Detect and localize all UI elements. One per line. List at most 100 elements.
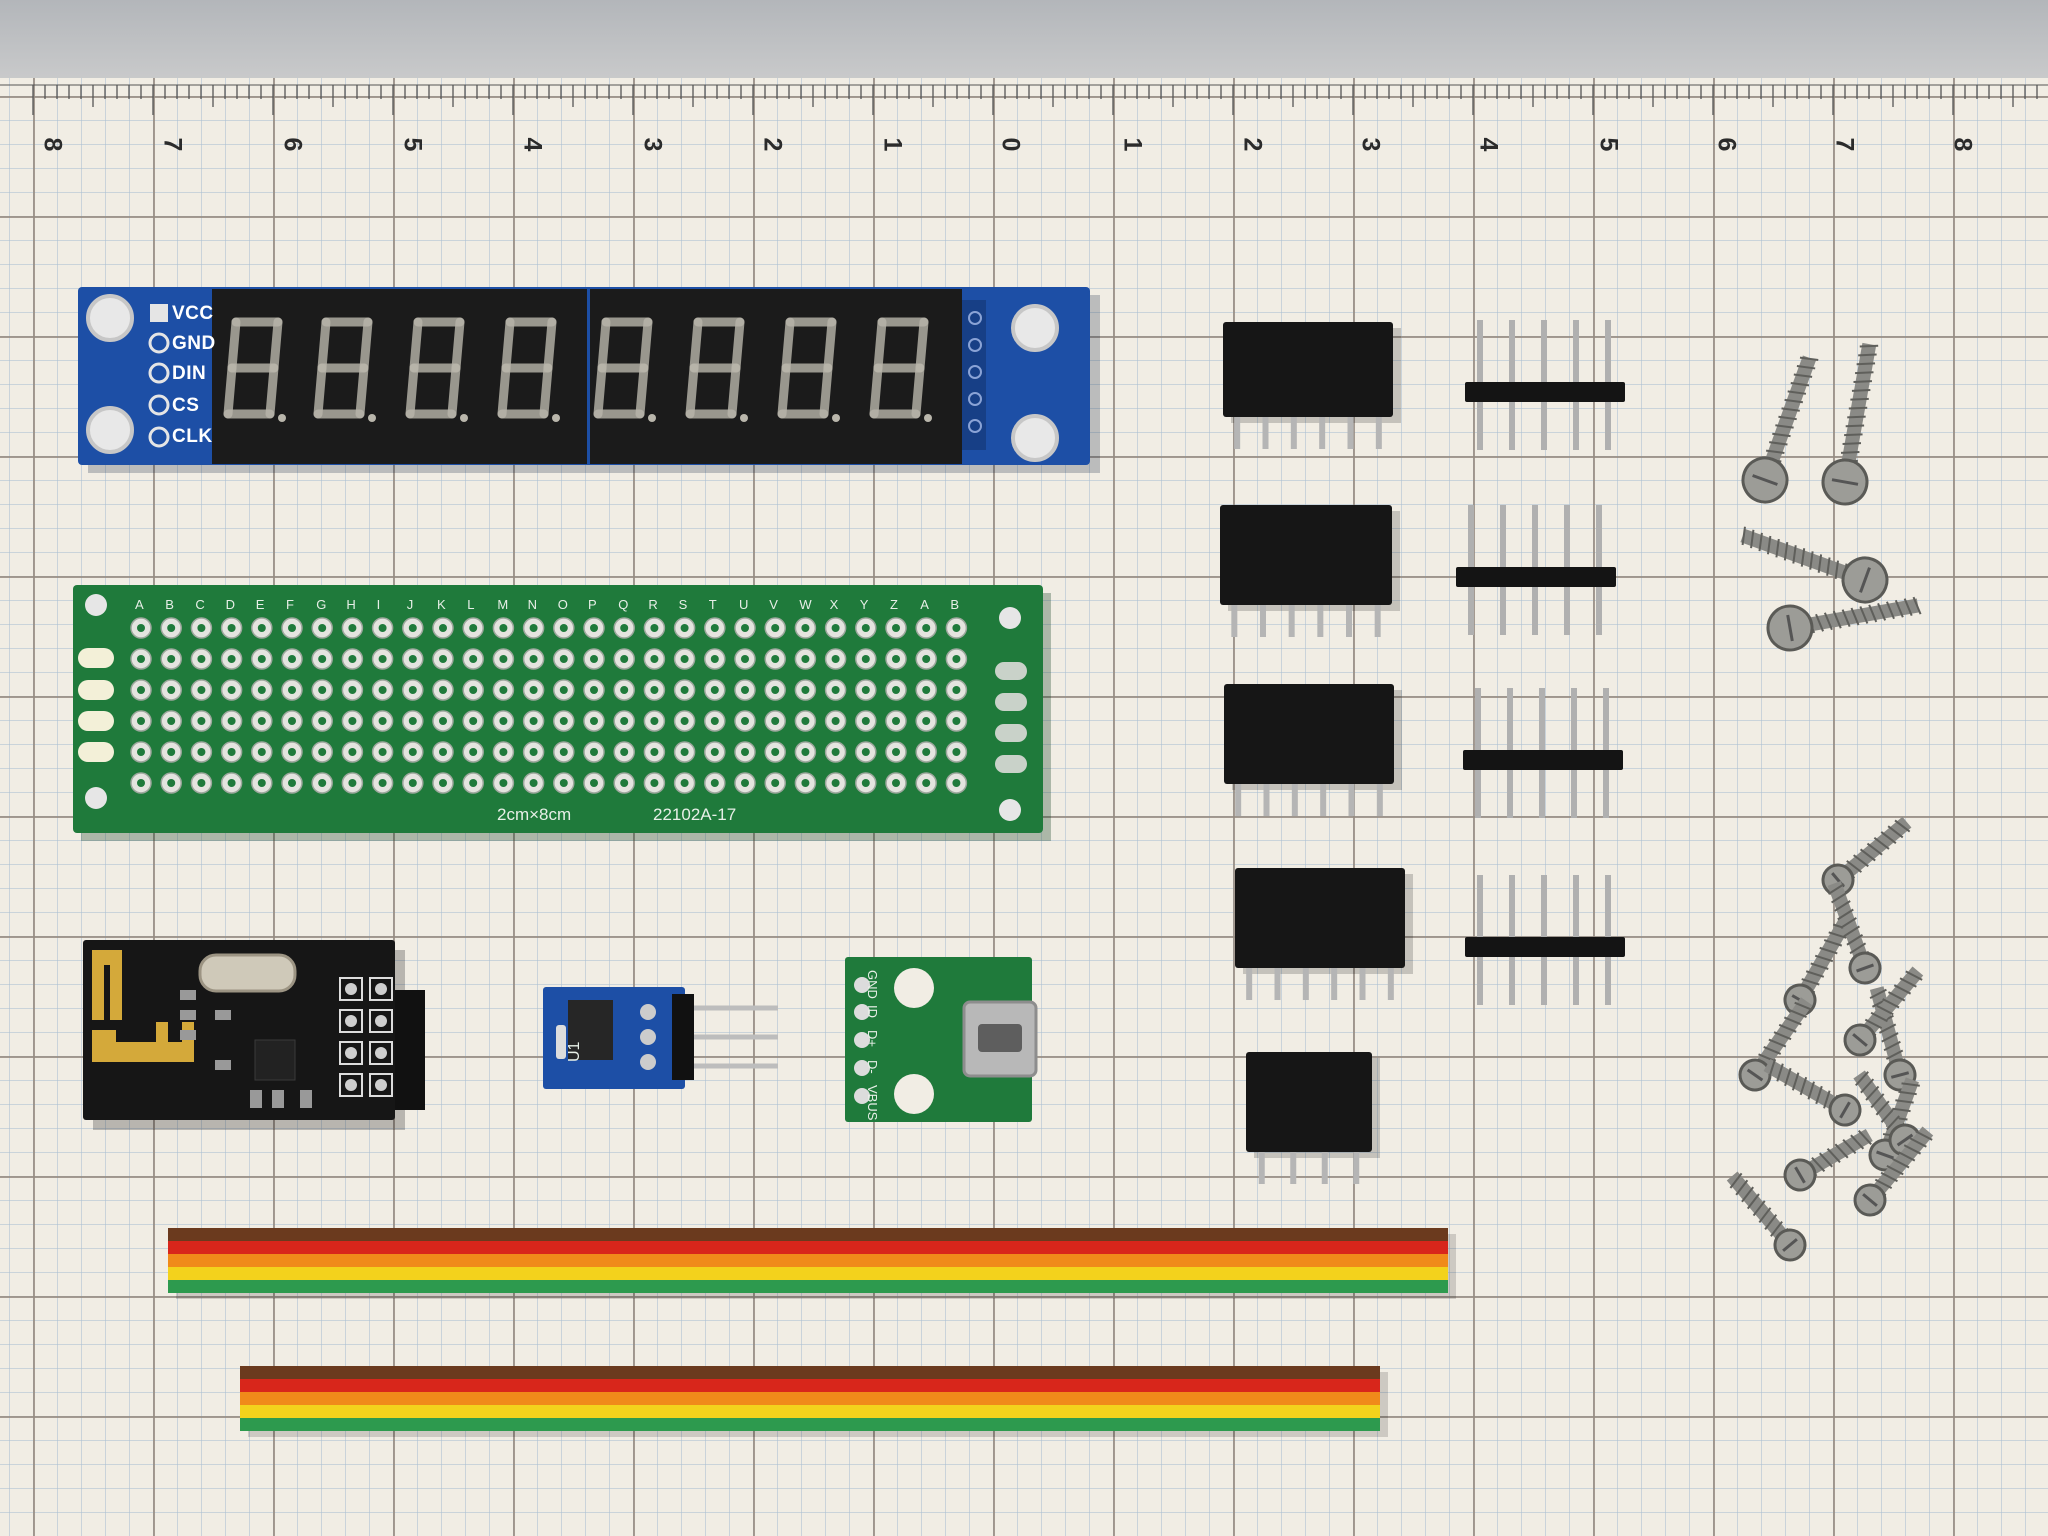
usb-pin-label: D+ (865, 1030, 880, 1047)
hole-center (771, 686, 780, 694)
header-pin (1374, 605, 1381, 637)
screw-thread (1807, 1081, 1815, 1100)
screw-thread (1895, 1099, 1914, 1104)
screw-thread (1876, 1004, 1894, 1016)
hole-center (167, 717, 176, 725)
hole-center (257, 624, 266, 632)
screw-thread (1865, 1085, 1880, 1101)
screw-slot (1786, 614, 1794, 642)
perfboard-column-letter: B (165, 597, 174, 612)
pin-pad (148, 394, 170, 416)
segment (635, 363, 649, 419)
header-body (1220, 505, 1392, 605)
pin-pad (148, 332, 170, 354)
hole-center (590, 686, 598, 694)
hole-center (861, 717, 870, 725)
screw-thread (1880, 831, 1897, 844)
screw-thread (1857, 1130, 1872, 1145)
hole-center (348, 779, 357, 787)
hole-center (257, 748, 266, 756)
screw-thread (1848, 406, 1868, 410)
header-pin (1288, 605, 1295, 637)
radio-header-pins (339, 977, 425, 1110)
hole-center (620, 748, 629, 756)
screw-thread (1847, 415, 1866, 419)
pin-pads (148, 304, 982, 448)
hole-center (318, 717, 327, 725)
voltage-regulator-board (543, 987, 778, 1089)
hole-center (861, 655, 870, 663)
header-pin (1375, 417, 1382, 449)
hole-center (952, 717, 961, 725)
hole-center (439, 748, 447, 756)
screw-thread (1885, 1049, 1904, 1060)
segment (359, 317, 373, 373)
mounting-hole (85, 594, 107, 616)
seven-segment-digit (869, 317, 932, 422)
segment (685, 363, 699, 419)
perfboard-column-letter: M (497, 597, 509, 612)
screw-thread (1859, 606, 1869, 624)
hole-center (680, 624, 689, 632)
screw-thread (1758, 1207, 1772, 1224)
hole-center (559, 717, 568, 725)
header-pin (375, 1079, 387, 1091)
header-pin (1258, 1152, 1265, 1184)
hole-center (680, 717, 689, 725)
regulator-chip (568, 1000, 613, 1060)
screw-thread (1834, 1143, 1849, 1159)
screw (1853, 1126, 1934, 1217)
mounting-hole (894, 1074, 934, 1114)
screw-thread (1866, 842, 1883, 856)
screw-slot (1831, 478, 1859, 486)
hole-center (741, 624, 749, 632)
hole-center (892, 717, 900, 725)
header-pin (1387, 968, 1394, 1000)
header-pin (1319, 417, 1326, 449)
screw-thread (1775, 538, 1780, 558)
decimal-point (740, 414, 748, 422)
header-pin (1302, 968, 1309, 1000)
ribbon-wire (240, 1366, 1380, 1379)
hole-center (257, 779, 266, 787)
hole-center (197, 686, 206, 694)
hole-center (922, 717, 931, 725)
screw-slot (1890, 1071, 1910, 1079)
screw (1766, 596, 1922, 652)
screw-thread (1901, 1082, 1920, 1087)
screw-thread (1783, 1016, 1802, 1026)
screw-thread (1850, 397, 1869, 401)
hole-center (710, 624, 719, 632)
header-body (1235, 868, 1405, 968)
female-header (1246, 1052, 1380, 1184)
screw-thread (1909, 1137, 1927, 1148)
hole-center (137, 779, 145, 787)
hole-center (378, 624, 387, 632)
hole-center (801, 686, 810, 694)
screw-thread (1864, 1018, 1883, 1030)
hole-center (620, 624, 629, 632)
perfboard-column-letter: I (376, 597, 381, 612)
screw-thread (1766, 535, 1772, 555)
header-pin (1260, 605, 1266, 637)
hole-center (499, 748, 508, 756)
hole-center (559, 624, 568, 632)
perfboard-column-letter: G (316, 597, 327, 612)
segment (539, 363, 553, 419)
ribbon-wire (168, 1241, 1448, 1254)
screw-slot (1794, 1166, 1806, 1184)
mounting-hole (86, 406, 134, 454)
regulator-label: U1 (566, 1041, 583, 1062)
hole-center (620, 655, 629, 663)
pin-label: VCC (172, 303, 214, 324)
seven-segment-digit (497, 317, 560, 422)
screw-thread (1894, 599, 1904, 618)
screw-thread (1898, 1090, 1917, 1096)
hole-center (529, 779, 538, 787)
hole-center (378, 717, 387, 725)
perfboard-part-label: 22102A-17 (653, 805, 737, 824)
hole-center (408, 624, 417, 632)
segment (313, 363, 327, 419)
hole-center (137, 655, 145, 663)
